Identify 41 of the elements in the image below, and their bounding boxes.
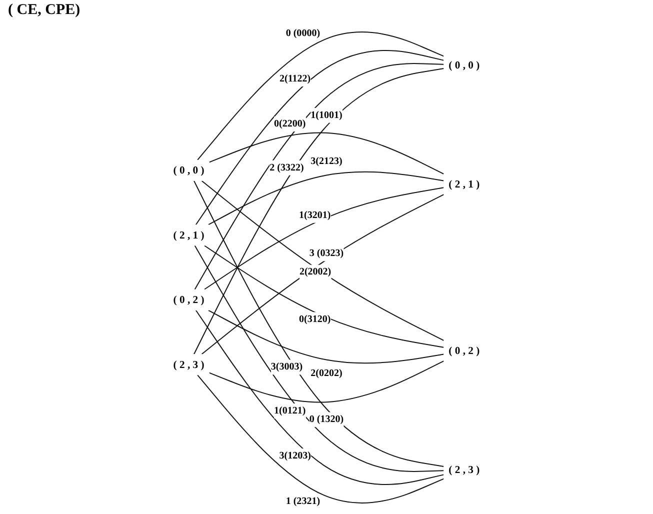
node-text: ( 0 , 2 ) — [173, 294, 204, 306]
connector — [195, 310, 444, 485]
connector — [201, 180, 444, 341]
node-text: ( 2 , 3 ) — [448, 464, 480, 476]
connector — [208, 360, 444, 403]
edge-label: 2(2002) — [299, 266, 332, 278]
edge-label: 3 (0323) — [309, 248, 344, 259]
edge-label: 0(3120) — [299, 314, 331, 325]
connector — [194, 245, 444, 472]
node-text: ( 2 , 3 ) — [173, 358, 204, 370]
connector — [208, 310, 444, 364]
edge-label: 1(1001) — [310, 110, 342, 120]
connector — [204, 187, 444, 290]
node-text: ( 0 , 0 ) — [448, 59, 480, 71]
edge-label: 3(3003) — [270, 362, 303, 372]
connector — [201, 194, 444, 355]
connector — [204, 245, 444, 348]
edge-label: 1(3201) — [299, 210, 331, 220]
edge-label: 1 (2321) — [286, 496, 320, 506]
edge-label: 3(1203) — [279, 450, 311, 462]
column-header: ( CE, CPE) — [8, 2, 80, 18]
node-text: ( 0 , 0 ) — [173, 164, 204, 176]
edge-label: 2(0202) — [310, 368, 342, 379]
edge-label: 3(2123) — [310, 156, 342, 166]
connector — [197, 374, 444, 504]
connector — [194, 63, 444, 290]
connector — [194, 68, 444, 355]
edge-label: 0 (1320) — [309, 414, 344, 425]
connector — [208, 132, 444, 174]
connector — [197, 32, 444, 160]
edge-label: 0(2200) — [274, 118, 306, 130]
node-text: ( 0 , 2 ) — [448, 344, 480, 357]
edge-label: 0 (0000) — [286, 28, 320, 39]
connector — [195, 50, 444, 226]
edge-label: 1(0121) — [274, 405, 306, 416]
node-text: ( 2 , 1 ) — [173, 229, 204, 241]
edge-label: 2 (3322) — [270, 162, 304, 173]
connector — [208, 171, 444, 226]
node-text: ( 2 , 1 ) — [448, 178, 480, 190]
edge-label: 2(1122) — [280, 73, 311, 84]
connector — [194, 180, 444, 467]
